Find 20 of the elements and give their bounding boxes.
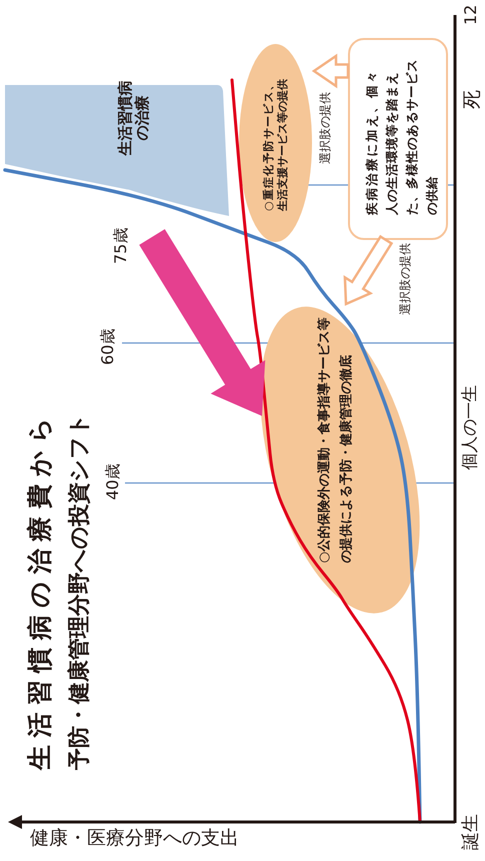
arrow	[344, 234, 394, 306]
arrow	[139, 229, 266, 416]
title: 生活習慣病の治療費から予防・健康管理分野への投資シフト	[24, 408, 93, 770]
ellipse-callout	[238, 43, 313, 243]
note-box	[348, 38, 448, 240]
callout-text: 生活習慣病の治療	[117, 80, 151, 156]
callout-text: ○重症化予防サービス、生活支援サービス等の提供	[262, 77, 290, 211]
arrow	[312, 54, 350, 88]
age-label: 40歳	[104, 464, 122, 500]
axis-label: 個人の一生	[461, 385, 480, 470]
page-number: 12	[462, 4, 480, 25]
callout-text: ○公的保険外の運動・食事指導サービス等の提供による予防・健康管理の徹底	[316, 316, 355, 563]
age-label: 60歳	[99, 328, 117, 365]
age-label: 75歳	[112, 228, 130, 264]
edge-label: 選択肢の提供	[398, 243, 412, 315]
axis-label: 死	[462, 90, 483, 109]
callout-text: 疾病治療に加え、個々人の生活環境等を踏まえた、多様性のあるサービスの供給	[363, 59, 440, 215]
axis-label: 誕生	[461, 814, 481, 850]
axis-label: 健康・医療分野への支出	[30, 828, 239, 849]
edge-label: 選択肢の提供	[318, 92, 332, 164]
